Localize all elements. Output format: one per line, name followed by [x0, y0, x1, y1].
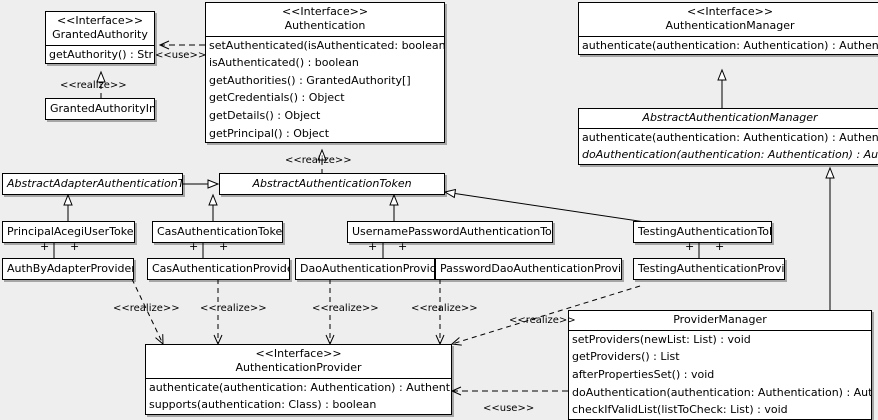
class-name: Authentication: [284, 18, 366, 32]
edge-label-realize-testing: <<realize>>: [509, 315, 576, 326]
class-header: AuthByAdapterProvider: [3, 259, 133, 279]
method-set-authenticated: setAuthenticated(isAuthenticated: boolea…: [209, 38, 445, 52]
class-name: PrincipalAcegiUserToken: [7, 225, 135, 238]
edge-label-use-provider-manager: <<use>>: [483, 403, 535, 414]
class-name: TestingAuthenticationProvider: [638, 262, 785, 275]
method-get-authorities: getAuthorities() : GrantedAuthority[]: [209, 73, 411, 87]
class-granted-authority-impl[interactable]: GrantedAuthorityImpl: [45, 98, 155, 120]
method-get-providers: getProviders() : List: [572, 350, 680, 364]
class-name: UsernamePasswordAuthenticationToken: [352, 225, 553, 238]
class-name: AbstractAdapterAuthenticationToken: [7, 177, 183, 190]
edge-label-realize-auth-by-adapter: <<realize>>: [113, 303, 180, 314]
method-compartment: setProviders(newList: List) : void getPr…: [569, 329, 872, 419]
method-set-providers: setProviders(newList: List) : void: [572, 332, 751, 346]
class-authentication[interactable]: <<Interface>> Authentication setAuthenti…: [205, 2, 445, 144]
association-mark: +: [189, 240, 199, 253]
class-header: UsernamePasswordAuthenticationToken: [348, 222, 552, 242]
class-testing-authentication-provider[interactable]: TestingAuthenticationProvider: [633, 258, 785, 280]
class-header: CasAuthenticationProvider: [148, 259, 289, 279]
stereotype-label: <<Interface>>: [686, 5, 774, 18]
class-name: AuthenticationManager: [665, 18, 795, 32]
class-authentication-manager[interactable]: <<Interface>> AuthenticationManager auth…: [578, 2, 878, 56]
class-header: DaoAuthenticationProvider: [296, 259, 434, 279]
edge-label-realize-dao: <<realize>>: [312, 303, 379, 314]
class-header: AbstractAuthenticationToken: [220, 174, 444, 194]
association-mark: +: [685, 240, 695, 253]
edge-label-use-granted-authority: <<use>>: [155, 50, 207, 61]
class-header: <<Interface>> GrantedAuthority: [46, 12, 154, 44]
stereotype-label: <<Interface>>: [255, 347, 342, 360]
class-name: TestingAuthenticationToken: [638, 225, 771, 238]
class-name: AuthenticationProvider: [235, 360, 362, 374]
edge-label-realize-password-dao: <<realize>>: [411, 303, 478, 314]
class-abstract-authentication-token[interactable]: AbstractAuthenticationToken: [219, 173, 445, 195]
method-authenticate: authenticate(authentication: Authenticat…: [582, 38, 878, 52]
association-mark: +: [715, 240, 725, 253]
method-compartment: authenticate(authentication: Authenticat…: [579, 35, 878, 55]
method-check-if-valid-list: checkIfValidList(listToCheck: List) : vo…: [572, 403, 788, 417]
class-header: CasAuthenticationToken: [153, 222, 282, 242]
class-header: <<Interface>> AuthenticationProvider: [146, 345, 451, 378]
method-compartment: authenticate(authentication: Authenticat…: [146, 377, 451, 414]
class-cas-authentication-token[interactable]: CasAuthenticationToken: [152, 221, 283, 243]
class-dao-authentication-provider[interactable]: DaoAuthenticationProvider: [295, 258, 435, 280]
edge-label-realize-cas: <<realize>>: [200, 303, 267, 314]
method-after-properties-set: afterPropertiesSet() : void: [572, 367, 715, 381]
method-get-principal: getPrincipal() : Object: [209, 126, 330, 140]
class-header: TestingAuthenticationToken: [634, 222, 771, 242]
class-name: GrantedAuthority: [52, 27, 148, 41]
class-name: AuthByAdapterProvider: [7, 262, 134, 275]
class-name: ProviderManager: [673, 313, 767, 326]
method-get-credentials: getCredentials() : Object: [209, 91, 345, 105]
class-auth-by-adapter-provider[interactable]: AuthByAdapterProvider: [2, 258, 134, 280]
association-mark: +: [40, 240, 50, 253]
class-name: AbstractAuthenticationManager: [642, 111, 818, 124]
method-compartment: authenticate(authentication: Authenticat…: [579, 127, 878, 164]
association-mark: +: [70, 240, 80, 253]
class-header: AbstractAdapterAuthenticationToken: [3, 174, 182, 194]
class-abstract-adapter-authentication-token[interactable]: AbstractAdapterAuthenticationToken: [2, 173, 183, 195]
association-mark: +: [398, 240, 408, 253]
class-name: AbstractAuthenticationToken: [252, 177, 412, 190]
edge-label-realize-abstract-authentication-token: <<realize>>: [285, 155, 352, 166]
association-mark: +: [368, 240, 378, 253]
class-header: GrantedAuthorityImpl: [46, 99, 154, 119]
class-name: PasswordDaoAuthenticationProvider: [440, 262, 622, 275]
method-do-authentication: doAuthentication(authentication: Authent…: [572, 385, 872, 399]
class-header: AbstractAuthenticationManager: [579, 109, 878, 128]
class-name: CasAuthenticationProvider: [152, 262, 290, 275]
stereotype-label: <<Interface>>: [281, 5, 369, 18]
method-get-details: getDetails() : Object: [209, 108, 321, 122]
class-header: ProviderManager: [569, 311, 871, 330]
class-provider-manager[interactable]: ProviderManager setProviders(newList: Li…: [568, 310, 872, 420]
class-name: CasAuthenticationToken: [157, 225, 283, 238]
method-compartment: setAuthenticated(isAuthenticated: boolea…: [206, 35, 445, 143]
method-get-authority: getAuthority() : String: [49, 47, 154, 61]
class-name: DaoAuthenticationProvider: [300, 262, 435, 275]
stereotype-label: <<Interface>>: [56, 14, 144, 27]
class-name: GrantedAuthorityImpl: [50, 102, 154, 115]
method-authenticate: authenticate(authentication: Authenticat…: [149, 380, 451, 394]
class-header: PasswordDaoAuthenticationProvider: [436, 259, 621, 279]
method-supports: supports(authentication: Class) : boolea…: [149, 398, 377, 412]
method-authenticate: authenticate(authentication: Authenticat…: [582, 130, 878, 144]
class-authentication-provider[interactable]: <<Interface>> AuthenticationProvider aut…: [145, 344, 452, 415]
class-header: <<Interface>> AuthenticationManager: [579, 3, 878, 35]
class-password-dao-authentication-provider[interactable]: PasswordDaoAuthenticationProvider: [435, 258, 622, 280]
class-username-password-authentication-token[interactable]: UsernamePasswordAuthenticationToken: [347, 221, 553, 243]
association-mark: +: [219, 240, 229, 253]
class-header: <<Interface>> Authentication: [206, 3, 444, 35]
class-testing-authentication-token[interactable]: TestingAuthenticationToken: [633, 221, 772, 243]
method-compartment: getAuthority() : String: [46, 44, 154, 64]
class-abstract-authentication-manager[interactable]: AbstractAuthenticationManager authentica…: [578, 108, 878, 165]
class-principal-acegi-user-token[interactable]: PrincipalAcegiUserToken: [2, 221, 135, 243]
class-granted-authority[interactable]: <<Interface>> GrantedAuthority getAuthor…: [45, 11, 155, 65]
edge-label-realize-granted-authority-impl: <<realize>>: [60, 80, 127, 91]
class-cas-authentication-provider[interactable]: CasAuthenticationProvider: [147, 258, 290, 280]
class-header: TestingAuthenticationProvider: [634, 259, 784, 279]
method-do-authentication: doAuthentication(authentication: Authent…: [582, 148, 878, 162]
method-is-authenticated: isAuthenticated() : boolean: [209, 56, 359, 70]
class-header: PrincipalAcegiUserToken: [3, 222, 134, 242]
